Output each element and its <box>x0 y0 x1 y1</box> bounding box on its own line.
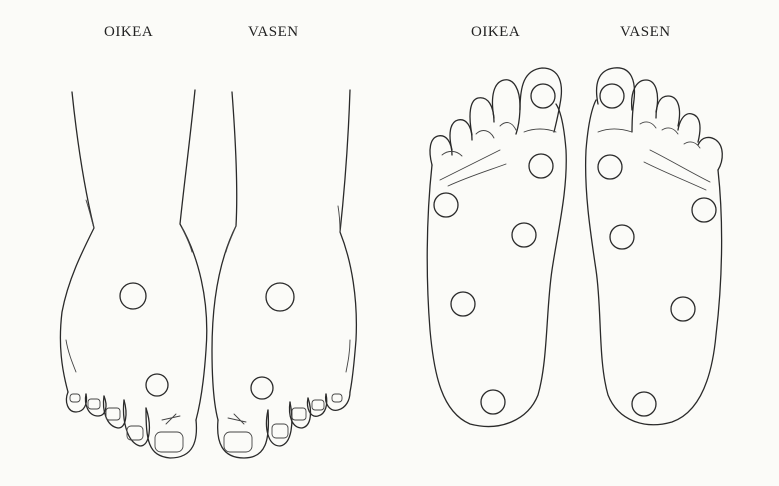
point-sole-right-ball <box>529 154 553 178</box>
point-sole-left-outer-midfoot <box>671 297 695 321</box>
point-sole-right-heel <box>481 390 505 414</box>
point-sole-left-ball <box>598 155 622 179</box>
sole-right-foot <box>427 68 566 426</box>
point-sole-right-outer-forefoot <box>434 193 458 217</box>
point-sole-right-big-toe <box>531 84 555 108</box>
point-sole-right-arch <box>512 223 536 247</box>
top-left-foot <box>212 90 356 458</box>
point-top-right-dorsum <box>120 283 146 309</box>
point-sole-left-arch <box>610 225 634 249</box>
top-right-foot <box>60 90 206 458</box>
point-top-left-dorsum <box>266 283 294 311</box>
point-sole-left-heel <box>632 392 656 416</box>
point-top-left-forefoot <box>251 377 273 399</box>
point-sole-left-big-toe <box>600 84 624 108</box>
point-top-right-forefoot <box>146 374 168 396</box>
point-sole-right-outer-midfoot <box>451 292 475 316</box>
sole-left-foot <box>586 68 723 425</box>
point-sole-left-outer-forefoot <box>692 198 716 222</box>
